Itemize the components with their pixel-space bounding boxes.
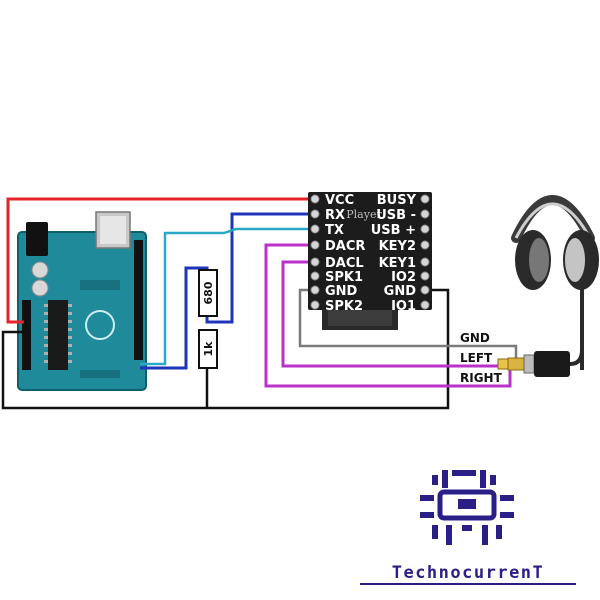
- dacl-wire: [281, 260, 498, 368]
- headphones-icon: [511, 195, 599, 370]
- dacr-wire: [264, 243, 512, 388]
- resistor-680: 680: [198, 269, 218, 317]
- module-chip-text: Player: [346, 208, 382, 221]
- audio-jack-plug: [497, 351, 570, 377]
- pin-key1: KEY1: [379, 256, 416, 271]
- digital-header: [134, 240, 143, 360]
- capacitor: [31, 261, 49, 279]
- pin-gnd-left: GND: [325, 284, 358, 299]
- pin-usb-plus: USB +: [371, 223, 416, 238]
- brand-name: TechnocurrenT: [392, 563, 545, 583]
- pin-spk2: SPK2: [325, 299, 363, 314]
- technocurrent-logo-mark: [420, 470, 514, 545]
- jack-label-right: RIGHT: [460, 371, 503, 385]
- pin-busy: BUSY: [377, 193, 417, 208]
- left-pin-circles: [310, 194, 320, 310]
- pin-io2: IO2: [391, 270, 416, 285]
- pin-rx: RX: [325, 208, 345, 223]
- right-pin-circles: [420, 194, 430, 310]
- pin-tx: TX: [325, 223, 344, 238]
- pin-key2: KEY2: [379, 239, 416, 254]
- capacitor: [31, 279, 49, 297]
- pin-dacl: DACL: [325, 256, 364, 271]
- resistor-1k-label: 1k: [202, 341, 215, 357]
- power-header: [22, 300, 31, 370]
- tx-wire: [140, 227, 310, 366]
- resistor-1k: 1k: [198, 329, 218, 369]
- jack-label-left: LEFT: [460, 351, 493, 365]
- microcontroller-chip: [48, 300, 68, 370]
- arduino-logo: [85, 310, 115, 340]
- pin-gnd-right: GND: [384, 284, 417, 299]
- dfplayer-module: Player VCC RX TX DACR DACL SPK1 GND SPK2…: [308, 192, 432, 330]
- jack-label-gnd: GND: [460, 331, 490, 345]
- resistor-680-label: 680: [202, 281, 215, 304]
- vcc-wire: [6, 197, 310, 324]
- pin-dacr: DACR: [325, 239, 365, 254]
- pin-vcc: VCC: [325, 193, 354, 208]
- gnd-jack-wire: [298, 288, 518, 360]
- power-jack: [26, 222, 48, 256]
- pin-usb-minus: USB -: [376, 208, 416, 223]
- arduino-uno-board: [17, 211, 147, 391]
- gnd-wire: [1, 288, 450, 410]
- pin-io1: IO1: [391, 299, 416, 314]
- pin-spk1: SPK1: [325, 270, 363, 285]
